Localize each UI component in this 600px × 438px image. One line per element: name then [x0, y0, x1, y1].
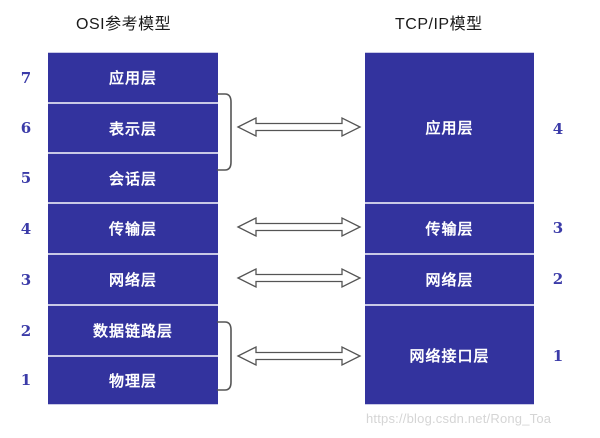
tcpip-layer-application[interactable]: 应用层 [365, 52, 534, 203]
osi-model-title: OSI参考模型 [76, 16, 172, 33]
tcpip-layer-number-3: 3 [552, 219, 564, 237]
osi-layer-datalink[interactable]: 数据链路层 [48, 305, 218, 356]
mapping-arrow-network [236, 267, 362, 289]
mapping-arrow-application [236, 116, 362, 138]
osi-layer-number-4: 4 [20, 220, 32, 238]
osi-layer-application[interactable]: 应用层 [48, 52, 218, 103]
osi-layer-number-6: 6 [20, 119, 32, 137]
tcpip-layer-transport[interactable]: 传输层 [365, 203, 534, 254]
osi-layer-transport[interactable]: 传输层 [48, 203, 218, 254]
watermark-text: https://blog.csdn.net/Rong_Toa [366, 411, 552, 426]
mapping-arrow-transport [236, 216, 362, 238]
osi-layer-stack: 应用层 表示层 会话层 传输层 网络层 数据链路层 物理层 [48, 52, 218, 405]
mapping-arrow-network-interface [236, 345, 362, 367]
osi-layer-network[interactable]: 网络层 [48, 254, 218, 305]
osi-layer-session[interactable]: 会话层 [48, 153, 218, 203]
osi-layer-number-1: 1 [20, 371, 32, 389]
tcpip-model-title: TCP/IP模型 [395, 16, 483, 33]
osi-layer-number-7: 7 [20, 69, 32, 87]
tcpip-layer-number-4: 4 [552, 120, 564, 138]
brace-osi-upper [217, 93, 232, 171]
tcpip-layer-number-2: 2 [552, 270, 564, 288]
osi-layer-number-3: 3 [20, 271, 32, 289]
brace-osi-lower [217, 321, 232, 391]
osi-layer-physical[interactable]: 物理层 [48, 356, 218, 405]
osi-layer-number-2: 2 [20, 322, 32, 340]
tcpip-layer-stack: 应用层 传输层 网络层 网络接口层 [365, 52, 534, 405]
tcpip-layer-network-interface[interactable]: 网络接口层 [365, 305, 534, 405]
tcpip-layer-number-1: 1 [552, 347, 564, 365]
osi-layer-number-5: 5 [20, 169, 32, 187]
osi-layer-presentation[interactable]: 表示层 [48, 103, 218, 153]
tcpip-layer-internet[interactable]: 网络层 [365, 254, 534, 305]
